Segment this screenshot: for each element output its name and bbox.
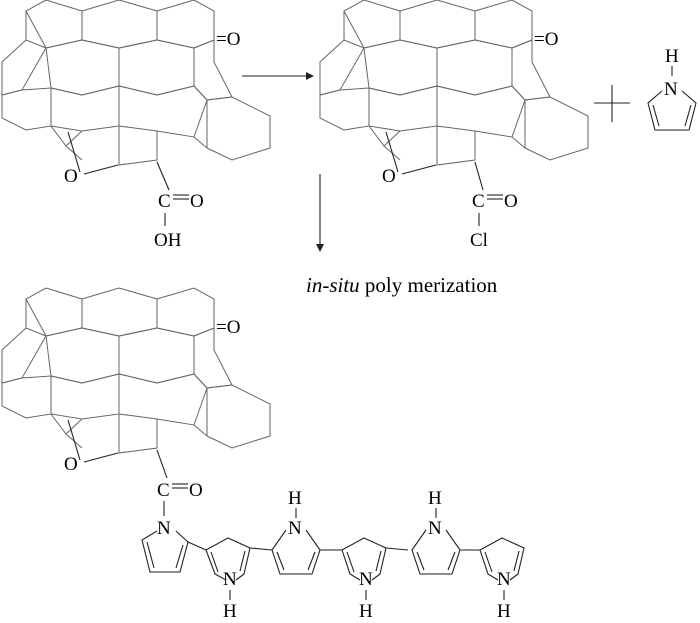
epoxide-oxygen-label-2: O — [382, 166, 396, 187]
epoxide-bond-2a — [385, 131, 399, 173]
graphene-oxide-sheet-1 — [1, 0, 271, 166]
graphene-oxide-sheet-2 — [319, 0, 589, 166]
carboxyl-stem-1 — [156, 161, 170, 191]
epoxide-bond-1b — [83, 164, 119, 175]
amide-stem-3 — [156, 449, 168, 479]
acyl-c-label-2: C — [472, 191, 485, 212]
condition-text: poly merization — [360, 273, 498, 297]
pyrrole-h-3: H — [288, 488, 302, 509]
epoxide-bond-2b — [401, 164, 437, 175]
plus-sign — [594, 85, 630, 122]
pyrrole-n-5: N — [428, 518, 442, 539]
acyl-stem-2 — [474, 161, 484, 191]
pyrrole-n-4: N — [359, 569, 373, 590]
epoxide-bond-1a — [67, 131, 81, 173]
carboxyl-o-label-1: O — [190, 191, 204, 212]
pyrrole-h-6: H — [497, 601, 511, 622]
epoxide-bond-3b — [83, 452, 119, 463]
carbonyl-label-3: =O — [216, 317, 240, 338]
epoxide-oxygen-label-3: O — [64, 454, 78, 475]
amide-c-label-3: C — [157, 480, 170, 501]
pyrrole-h-4: H — [359, 601, 373, 622]
pyrrole-n-label: N — [664, 79, 678, 100]
pyrrole-n-2: N — [223, 569, 237, 590]
acyl-o-label-2: O — [504, 191, 518, 212]
epoxide-oxygen-label-1: O — [64, 166, 78, 187]
pyrrole-n-1: N — [157, 518, 171, 539]
pyrrole-n-6: N — [497, 569, 511, 590]
reaction-arrow-down — [316, 174, 324, 252]
carbonyl-label-1: =O — [216, 29, 240, 50]
epoxide-bond-3a — [67, 419, 81, 461]
pyrrole-n-3: N — [288, 518, 302, 539]
pyrrole-h-5: H — [428, 488, 442, 509]
pyrrole-h-label: H — [665, 46, 679, 67]
condition-italic: in-situ — [306, 273, 360, 297]
polypyrrole-chain: N N H N H N H N H — [141, 488, 525, 622]
hydroxyl-label-1: OH — [154, 230, 182, 251]
amide-o-label-3: O — [189, 480, 203, 501]
reaction-arrow-right — [242, 72, 314, 80]
carboxyl-c-label-1: C — [158, 191, 171, 212]
carbonyl-label-2: =O — [534, 29, 558, 50]
chloride-label-2: Cl — [470, 230, 488, 251]
reaction-condition: in-situ poly merization — [306, 273, 498, 297]
pyrrole-h-2: H — [223, 601, 237, 622]
pyrrole-monomer: H N — [647, 46, 697, 131]
graphene-oxide-sheet-3 — [1, 287, 271, 454]
